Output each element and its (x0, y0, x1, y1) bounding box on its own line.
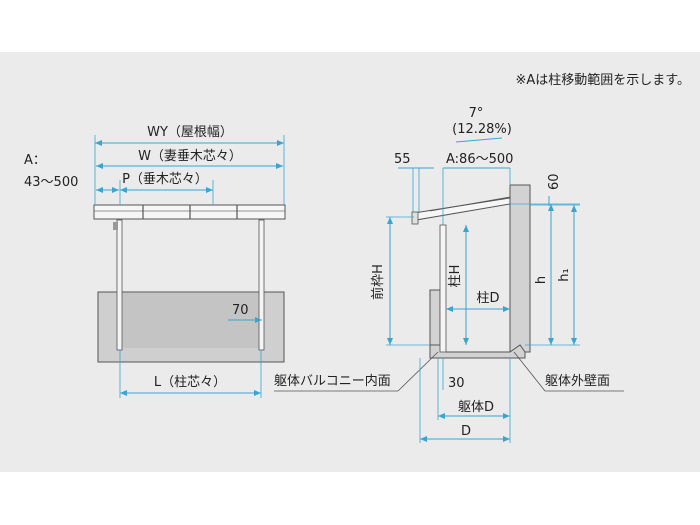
l-label: L（柱芯々） (154, 375, 226, 390)
balcony-inner-leader-diag (397, 351, 439, 392)
side-roof (413, 197, 511, 221)
a-label: A： (24, 153, 46, 168)
p-label: P（垂木芯々） (122, 172, 208, 187)
front-post-left (116, 219, 123, 351)
side-wall (509, 184, 531, 353)
maeshime-h-label: 前枠H (370, 264, 386, 300)
balcony-inner-label: 躯体バルコニー内面 (274, 373, 391, 389)
w-label: W（妻垂木芯々） (138, 149, 242, 164)
front-view: WY（屋根幅） W（妻垂木芯々） P（垂木芯々） A： 43～500 70 L（… (24, 125, 286, 398)
side-a-range: A:86～500 (446, 152, 513, 167)
angle-pct: (12.28%) (452, 122, 512, 137)
a-range: 43～500 (24, 175, 78, 190)
side-front-frame (411, 211, 419, 225)
fifty-five-label: 55 (394, 152, 411, 167)
outer-wall-label: 躯体外壁面 (545, 373, 610, 389)
kutai-d-label: 躯体D (458, 399, 494, 415)
side-post (439, 224, 447, 353)
d-label: D (461, 424, 471, 439)
angle-line (455, 137, 503, 143)
thirty-label: 30 (448, 376, 465, 391)
side-balcony-parapet (429, 289, 441, 353)
note-text: ※Aは柱移動範囲を示します。 (516, 73, 691, 88)
seventy-label: 70 (232, 303, 249, 318)
wy-label: WY（屋根幅） (147, 125, 233, 140)
hashira-h-label: 柱H (448, 265, 463, 288)
front-post-bracket (113, 222, 118, 230)
front-post-right (258, 219, 265, 351)
sixty-label: 60 (547, 173, 562, 190)
outer-wall-leader-diag (513, 351, 546, 392)
h-label: h (534, 276, 549, 284)
h1-label: h₁ (557, 268, 572, 281)
side-view: 7° (12.28%) 55 A:86～500 60 前枠H 柱H (274, 106, 624, 443)
angle-deg: 7° (469, 106, 484, 121)
hashira-d-label: 柱D (476, 291, 499, 306)
